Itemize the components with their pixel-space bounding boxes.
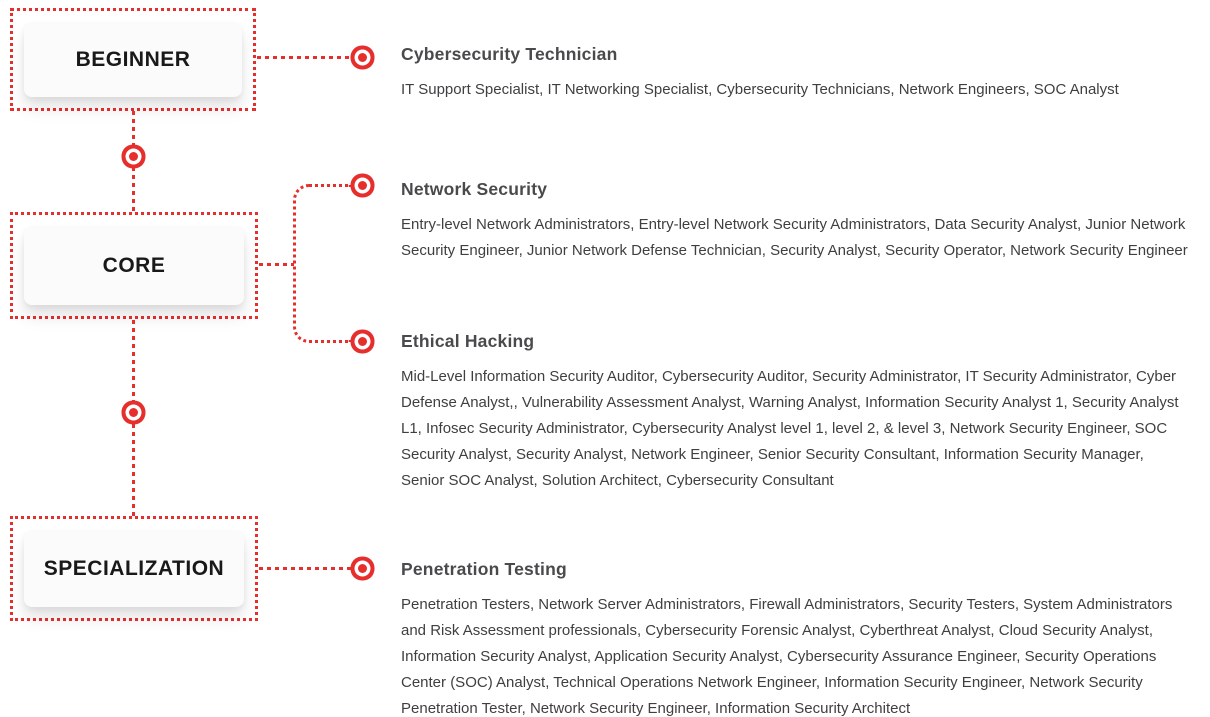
level-box-beginner: BEGINNER [10,8,256,111]
level-box-core: CORE [10,212,258,319]
level-label-specialization: SPECIALIZATION [43,556,225,580]
connector-specialization-track [259,567,352,570]
track-title: Cybersecurity Technician [401,44,618,64]
node-dot [358,53,367,62]
track-roles: Entry-level Network Administrators, Entr… [401,216,1188,259]
level-label-core: CORE [102,253,166,277]
track-roles: IT Support Specialist, IT Networking Spe… [401,81,1119,98]
node-dot [358,564,367,573]
node-dot [358,181,367,190]
connector-beginner-track [257,56,352,59]
node-dot [358,337,367,346]
track-ethical-hacking: Ethical Hacking Mid-Level Information Se… [401,331,1191,494]
track-roles: Mid-Level Information Security Auditor, … [401,368,1179,489]
track-title: Penetration Testing [401,559,567,579]
connector-core-stub [259,263,294,266]
node-dot [129,152,138,161]
level-box-specialization: SPECIALIZATION [10,516,258,621]
track-network-security: Network Security Entry-level Network Adm… [401,179,1191,264]
track-cybersecurity-technician: Cybersecurity Technician IT Support Spec… [401,44,1191,103]
level-card: SPECIALIZATION [24,530,244,607]
level-card: CORE [24,226,244,305]
level-card: BEGINNER [24,22,242,97]
track-title: Network Security [401,179,548,199]
connector-beginner-to-core [132,111,135,214]
level-label-beginner: BEGINNER [75,47,191,71]
track-title: Ethical Hacking [401,331,535,351]
connector-core-branch [293,184,352,343]
track-penetration-testing: Penetration Testing Penetration Testers,… [401,559,1191,717]
node-dot [129,408,138,417]
track-roles: Penetration Testers, Network Server Admi… [401,596,1173,717]
connector-core-to-specialization [132,320,135,516]
